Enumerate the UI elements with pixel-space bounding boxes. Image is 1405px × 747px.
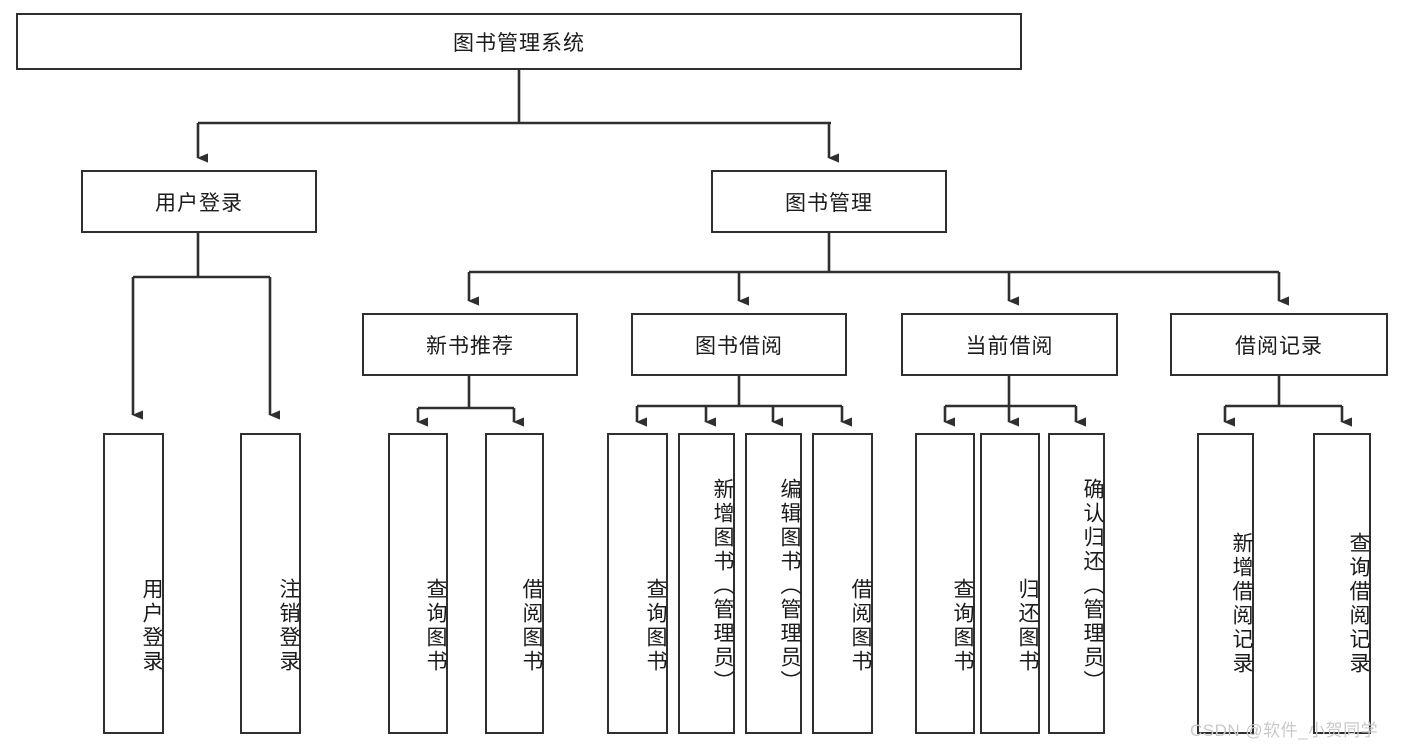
- node-borrow-record[interactable]: 借阅记录: [1170, 313, 1388, 376]
- node-current-borrow[interactable]: 当前借阅: [901, 313, 1118, 376]
- node-borrow-record-label: 借阅记录: [1235, 334, 1323, 358]
- leaf-add-book[interactable]: 新增图书（管理员）: [678, 433, 735, 734]
- leaf-query-book-3[interactable]: 查询图书: [915, 433, 975, 734]
- leaf-query-record-label: 查询借阅记录: [1347, 531, 1370, 676]
- csdn-watermark: CSDN @软件_小贺同学: [1190, 721, 1379, 740]
- leaf-borrow-book-2-label: 借阅图书: [849, 577, 872, 674]
- leaf-add-record[interactable]: 新增借阅记录: [1197, 433, 1254, 734]
- node-root[interactable]: 图书管理系统: [16, 13, 1022, 70]
- node-book-manage[interactable]: 图书管理: [711, 170, 947, 233]
- leaf-add-record-label: 新增借阅记录: [1230, 531, 1253, 676]
- leaf-edit-book-label: 编辑图书（管理员）: [778, 477, 801, 694]
- node-book-borrow[interactable]: 图书借阅: [631, 313, 847, 376]
- node-book-manage-label: 图书管理: [785, 191, 873, 215]
- node-user-login[interactable]: 用户登录: [81, 170, 317, 233]
- leaf-borrow-book-1-label: 借阅图书: [520, 577, 543, 674]
- leaf-return-book[interactable]: 归还图书: [980, 433, 1040, 734]
- leaf-edit-book[interactable]: 编辑图书（管理员）: [745, 433, 802, 734]
- leaf-query-record[interactable]: 查询借阅记录: [1313, 433, 1371, 734]
- leaf-query-book-2[interactable]: 查询图书: [607, 433, 668, 734]
- leaf-query-book-1-label: 查询图书: [424, 577, 447, 674]
- leaf-logout-login-label: 注销登录: [277, 577, 300, 674]
- node-user-login-label: 用户登录: [155, 191, 243, 215]
- leaf-query-book-2-label: 查询图书: [644, 577, 667, 674]
- leaf-return-book-label: 归还图书: [1016, 577, 1039, 674]
- node-root-label: 图书管理系统: [453, 31, 585, 55]
- node-new-book-recommend-label: 新书推荐: [426, 334, 514, 358]
- node-current-borrow-label: 当前借阅: [965, 334, 1054, 358]
- leaf-confirm-return-label: 确认归还（管理员）: [1081, 477, 1104, 694]
- leaf-confirm-return[interactable]: 确认归还（管理员）: [1048, 433, 1105, 734]
- leaf-user-login[interactable]: 用户登录: [103, 433, 164, 734]
- leaf-borrow-book-1[interactable]: 借阅图书: [485, 433, 544, 734]
- leaf-query-book-1[interactable]: 查询图书: [388, 433, 448, 734]
- node-new-book-recommend[interactable]: 新书推荐: [362, 313, 578, 376]
- leaf-query-book-3-label: 查询图书: [951, 577, 974, 674]
- leaf-user-login-label: 用户登录: [140, 577, 163, 674]
- leaf-borrow-book-2[interactable]: 借阅图书: [812, 433, 873, 734]
- node-book-borrow-label: 图书借阅: [695, 334, 783, 358]
- leaf-add-book-label: 新增图书（管理员）: [711, 477, 734, 694]
- leaf-logout-login[interactable]: 注销登录: [240, 433, 301, 734]
